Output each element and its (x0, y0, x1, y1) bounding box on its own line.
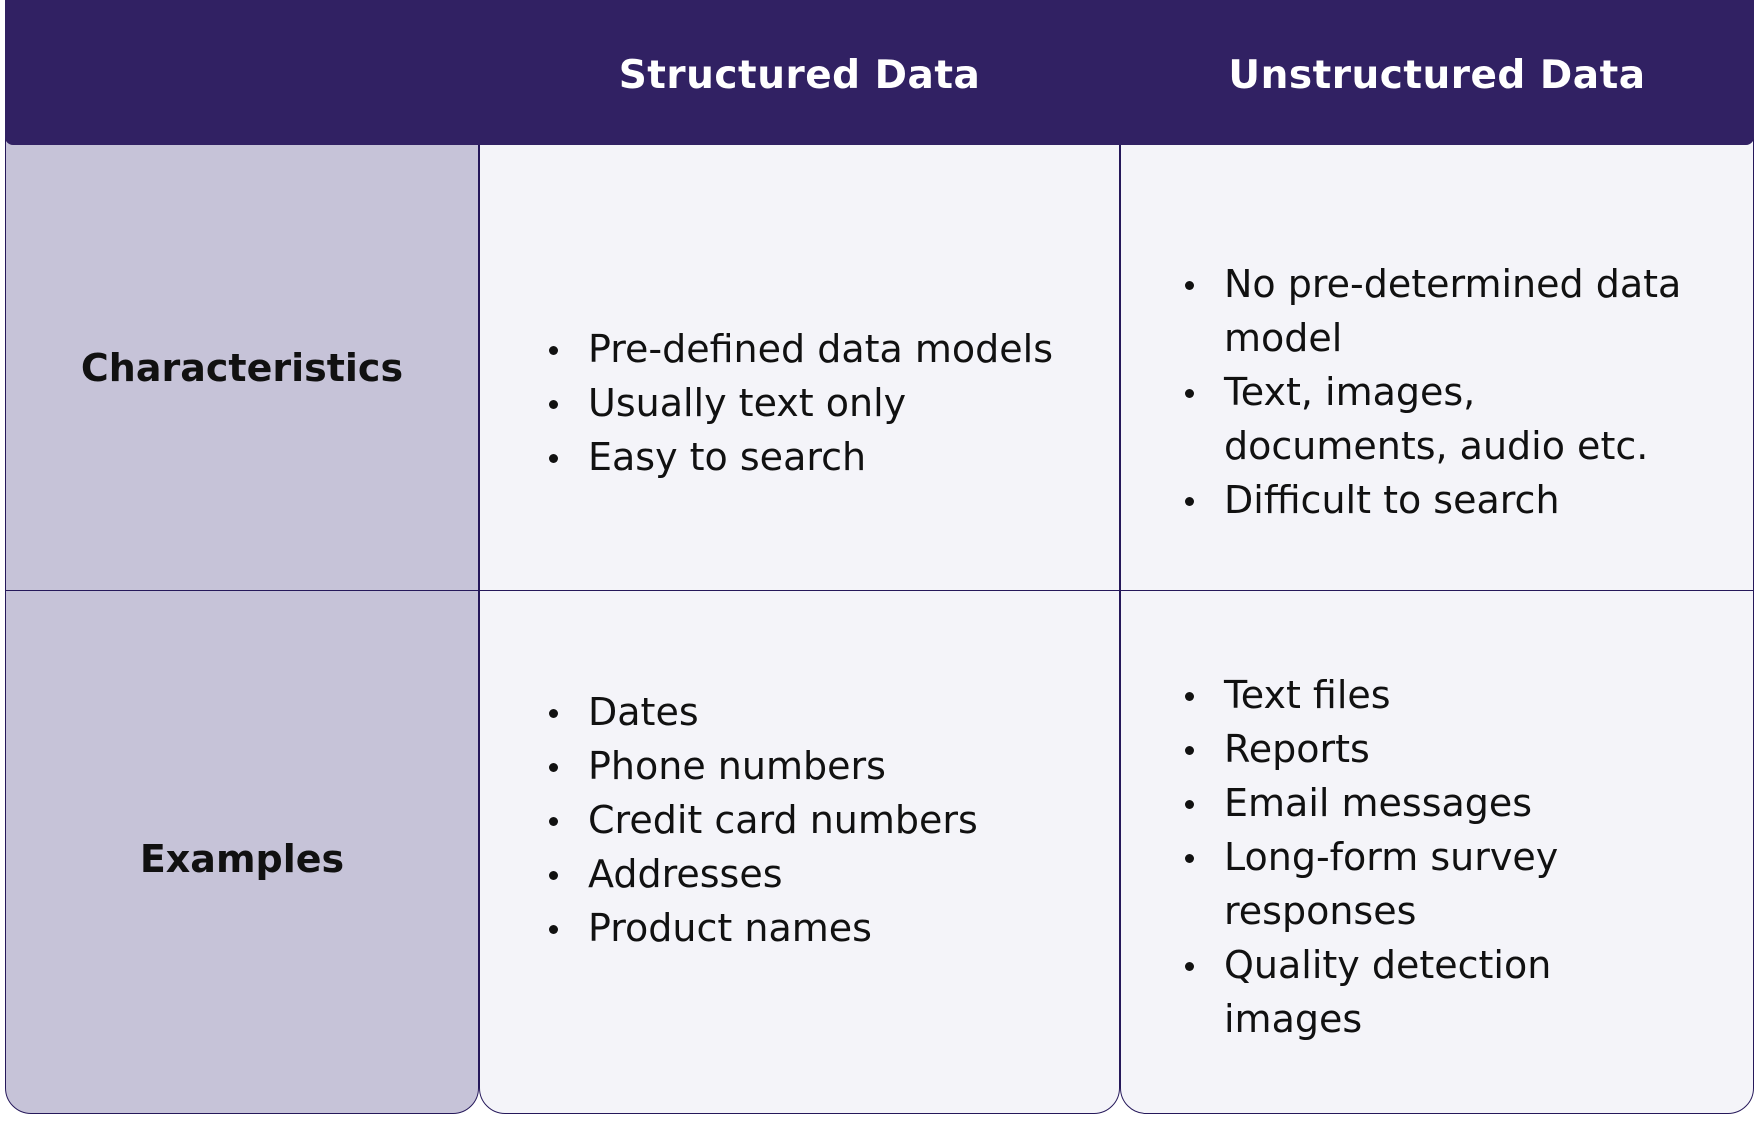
list-item: Pre-defined data models (549, 322, 1109, 376)
list-item: Usually text only (549, 376, 1109, 430)
unstructured-data-column (1120, 70, 1754, 1114)
table-header (5, 0, 1754, 145)
list-item: Text, images, documents, audio etc. (1185, 365, 1705, 473)
list-item: Dates (549, 685, 1109, 739)
list-item: No pre-determined data model (1185, 257, 1705, 365)
list-item: Text files (1185, 668, 1685, 722)
list-item: Product names (549, 901, 1109, 955)
list-item: Credit card numbers (549, 793, 1109, 847)
characteristics-structured-list: Pre-defined data models Usually text onl… (549, 322, 1109, 484)
list-item: Quality detection images (1185, 938, 1685, 1046)
row-label-examples: Examples (139, 836, 345, 881)
examples-unstructured-list: Text files Reports Email messages Long-f… (1185, 668, 1685, 1046)
list-item: Email messages (1185, 776, 1685, 830)
column-header-unstructured: Unstructured Data (1228, 52, 1646, 98)
list-item: Long-form survey responses (1185, 830, 1685, 938)
list-item: Phone numbers (549, 739, 1109, 793)
column-header-structured: Structured Data (618, 52, 981, 98)
structured-data-column (479, 70, 1120, 1114)
characteristics-unstructured-list: No pre-determined data model Text, image… (1185, 257, 1705, 527)
list-item: Easy to search (549, 430, 1109, 484)
comparison-table: Structured Data Unstructured Data Charac… (5, 0, 1754, 1114)
examples-structured-list: Dates Phone numbers Credit card numbers … (549, 685, 1109, 955)
list-item: Addresses (549, 847, 1109, 901)
list-item: Difficult to search (1185, 473, 1705, 527)
row-label-column (5, 70, 479, 1114)
list-item: Reports (1185, 722, 1685, 776)
row-label-characteristics: Characteristics (80, 345, 404, 390)
row-divider (5, 590, 1754, 591)
